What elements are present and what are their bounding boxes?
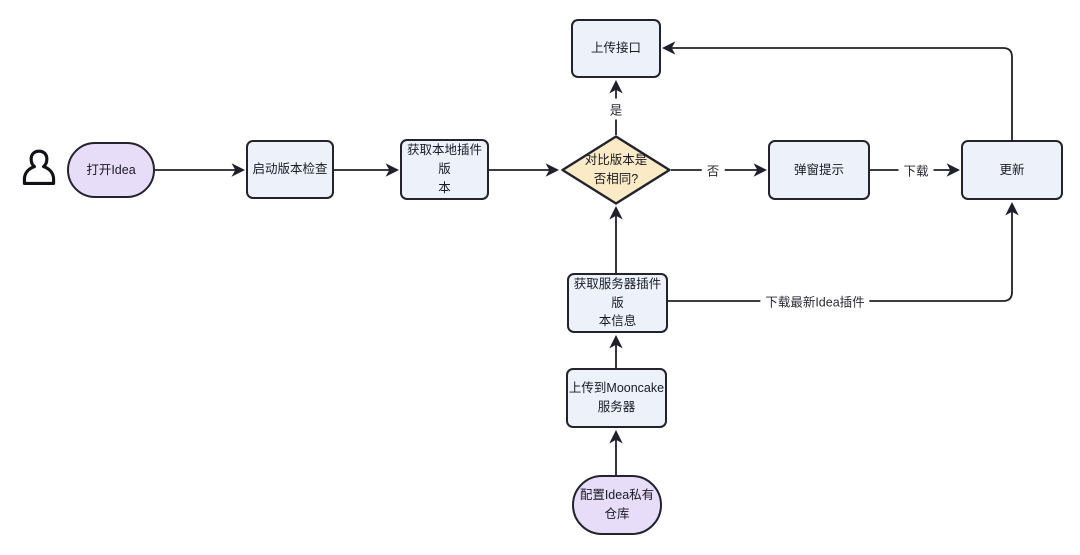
node-update: 更新 (961, 140, 1063, 200)
node-compare-version-decision: 对比版本是 否相同? (561, 135, 671, 205)
node-get-local-plugin-version-label: 获取本地插件版 本 (406, 143, 482, 195)
node-compare-version-label: 对比版本是 否相同? (584, 153, 648, 186)
edge-update-to-uploadapi (661, 41, 1013, 140)
node-config-private-repo: 配置Idea私有 仓库 (572, 475, 662, 535)
user-icon (20, 148, 58, 188)
node-update-label: 更新 (999, 162, 1025, 177)
node-upload-to-mooncake-label: 上传到Mooncake 服务器 (568, 381, 665, 414)
node-start-version-check: 启动版本检查 (246, 140, 334, 199)
node-open-idea-label: 打开Idea (86, 162, 136, 177)
node-start-version-check-label: 启动版本检查 (252, 162, 328, 177)
node-popup-prompt-label: 弹窗提示 (793, 162, 844, 177)
edge-label-download-latest: 下载最新Idea插件 (760, 290, 870, 312)
node-upload-api: 上传接口 (571, 19, 661, 78)
diamond-shape (561, 135, 671, 205)
edge-label-download: 下载 (898, 159, 934, 181)
node-open-idea: 打开Idea (67, 142, 155, 198)
node-get-server-plugin-version-label: 获取服务器插件版 本信息 (573, 276, 662, 329)
node-get-server-plugin-version: 获取服务器插件版 本信息 (567, 273, 668, 333)
node-upload-api-label: 上传接口 (590, 41, 641, 56)
node-get-local-plugin-version: 获取本地插件版 本 (400, 139, 489, 200)
node-config-private-repo-label: 配置Idea私有 仓库 (579, 488, 655, 521)
edge-label-yes: 是 (604, 98, 628, 120)
edge-server-to-update (668, 201, 1019, 302)
node-upload-to-mooncake: 上传到Mooncake 服务器 (566, 368, 667, 428)
edge-label-no: 否 (701, 159, 725, 181)
node-popup-prompt: 弹窗提示 (768, 140, 870, 200)
